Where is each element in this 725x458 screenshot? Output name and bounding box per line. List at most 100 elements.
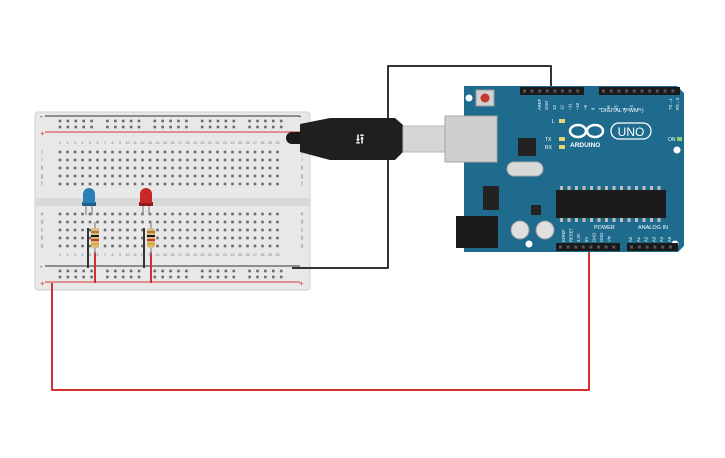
terminal-hole[interactable] bbox=[231, 236, 234, 240]
terminal-hole[interactable] bbox=[73, 220, 77, 224]
terminal-hole[interactable] bbox=[171, 150, 174, 154]
rail-hole[interactable] bbox=[114, 269, 117, 273]
terminal-hole[interactable] bbox=[231, 228, 234, 232]
terminal-hole[interactable] bbox=[238, 150, 242, 154]
terminal-hole[interactable] bbox=[81, 182, 84, 186]
terminal-hole[interactable] bbox=[186, 244, 189, 248]
terminal-hole[interactable] bbox=[156, 236, 159, 240]
terminal-hole[interactable] bbox=[118, 228, 122, 232]
terminal-hole[interactable] bbox=[186, 220, 189, 224]
terminal-hole[interactable] bbox=[171, 228, 174, 232]
terminal-hole[interactable] bbox=[81, 174, 84, 178]
rail-hole[interactable] bbox=[90, 119, 93, 123]
rail-hole[interactable] bbox=[161, 275, 164, 279]
terminal-hole[interactable] bbox=[171, 220, 174, 224]
terminal-hole[interactable] bbox=[216, 166, 219, 170]
terminal-hole[interactable] bbox=[171, 158, 174, 162]
terminal-hole[interactable] bbox=[178, 150, 182, 154]
terminal-hole[interactable] bbox=[163, 174, 167, 178]
rail-hole[interactable] bbox=[66, 125, 70, 129]
terminal-hole[interactable] bbox=[186, 158, 189, 162]
rail-hole[interactable] bbox=[200, 275, 204, 279]
rail-hole[interactable] bbox=[264, 119, 267, 123]
terminal-hole[interactable] bbox=[81, 228, 84, 232]
terminal-hole[interactable] bbox=[208, 236, 212, 240]
rail-hole[interactable] bbox=[279, 269, 283, 273]
rail-hole[interactable] bbox=[74, 275, 78, 279]
terminal-hole[interactable] bbox=[126, 158, 129, 162]
terminal-hole[interactable] bbox=[186, 182, 189, 186]
led-red[interactable] bbox=[139, 188, 153, 215]
terminal-hole[interactable] bbox=[141, 244, 144, 248]
terminal-hole[interactable] bbox=[88, 182, 92, 186]
rail-hole[interactable] bbox=[279, 275, 283, 279]
rail-hole[interactable] bbox=[82, 269, 85, 273]
terminal-hole[interactable] bbox=[156, 244, 159, 248]
terminal-hole[interactable] bbox=[223, 182, 227, 186]
terminal-hole[interactable] bbox=[103, 220, 107, 224]
terminal-hole[interactable] bbox=[223, 158, 227, 162]
header-pin[interactable] bbox=[669, 245, 672, 249]
terminal-hole[interactable] bbox=[81, 244, 84, 248]
terminal-hole[interactable] bbox=[253, 220, 257, 224]
header-pin[interactable] bbox=[612, 245, 616, 249]
terminal-hole[interactable] bbox=[66, 212, 69, 216]
terminal-hole[interactable] bbox=[253, 212, 257, 216]
terminal-hole[interactable] bbox=[66, 182, 69, 186]
terminal-hole[interactable] bbox=[133, 236, 137, 240]
header-pin[interactable] bbox=[609, 89, 613, 93]
breadboard-holes[interactable] bbox=[58, 119, 283, 279]
terminal-hole[interactable] bbox=[148, 174, 152, 178]
rail-hole[interactable] bbox=[177, 275, 180, 279]
terminal-hole[interactable] bbox=[103, 228, 107, 232]
terminal-hole[interactable] bbox=[268, 228, 272, 232]
rail-hole[interactable] bbox=[161, 125, 164, 129]
terminal-hole[interactable] bbox=[208, 158, 212, 162]
header-pin[interactable] bbox=[604, 245, 608, 249]
rail-hole[interactable] bbox=[208, 269, 212, 273]
terminal-hole[interactable] bbox=[201, 158, 204, 162]
rail-hole[interactable] bbox=[272, 275, 275, 279]
terminal-hole[interactable] bbox=[171, 174, 174, 178]
rail-hole[interactable] bbox=[137, 119, 141, 123]
terminal-hole[interactable] bbox=[88, 212, 92, 216]
rail-hole[interactable] bbox=[272, 119, 275, 123]
header-pin[interactable] bbox=[538, 89, 542, 93]
terminal-hole[interactable] bbox=[246, 182, 249, 186]
rail-hole[interactable] bbox=[58, 125, 62, 129]
rail-hole[interactable] bbox=[224, 269, 228, 273]
terminal-hole[interactable] bbox=[268, 150, 272, 154]
terminal-hole[interactable] bbox=[96, 158, 99, 162]
terminal-hole[interactable] bbox=[141, 228, 144, 232]
terminal-hole[interactable] bbox=[231, 220, 234, 224]
terminal-hole[interactable] bbox=[141, 182, 144, 186]
terminal-hole[interactable] bbox=[73, 244, 77, 248]
terminal-hole[interactable] bbox=[246, 220, 249, 224]
terminal-hole[interactable] bbox=[201, 212, 204, 216]
header-pin[interactable] bbox=[545, 89, 549, 93]
terminal-hole[interactable] bbox=[253, 166, 257, 170]
terminal-hole[interactable] bbox=[216, 244, 219, 248]
terminal-hole[interactable] bbox=[186, 228, 189, 232]
terminal-hole[interactable] bbox=[148, 150, 152, 154]
terminal-hole[interactable] bbox=[88, 166, 92, 170]
terminal-hole[interactable] bbox=[238, 228, 242, 232]
terminal-hole[interactable] bbox=[96, 220, 99, 224]
header-pin[interactable] bbox=[576, 89, 580, 93]
terminal-hole[interactable] bbox=[148, 166, 152, 170]
terminal-hole[interactable] bbox=[66, 236, 69, 240]
terminal-hole[interactable] bbox=[238, 220, 242, 224]
header-pin[interactable] bbox=[632, 89, 636, 93]
terminal-hole[interactable] bbox=[96, 166, 99, 170]
terminal-hole[interactable] bbox=[201, 150, 204, 154]
terminal-hole[interactable] bbox=[223, 174, 227, 178]
rail-hole[interactable] bbox=[121, 275, 125, 279]
wires[interactable] bbox=[51, 65, 590, 391]
terminal-hole[interactable] bbox=[73, 182, 77, 186]
rail-hole[interactable] bbox=[66, 275, 70, 279]
header-pin[interactable] bbox=[648, 89, 652, 93]
terminal-hole[interactable] bbox=[58, 158, 62, 162]
terminal-hole[interactable] bbox=[253, 236, 257, 240]
rail-hole[interactable] bbox=[256, 275, 259, 279]
